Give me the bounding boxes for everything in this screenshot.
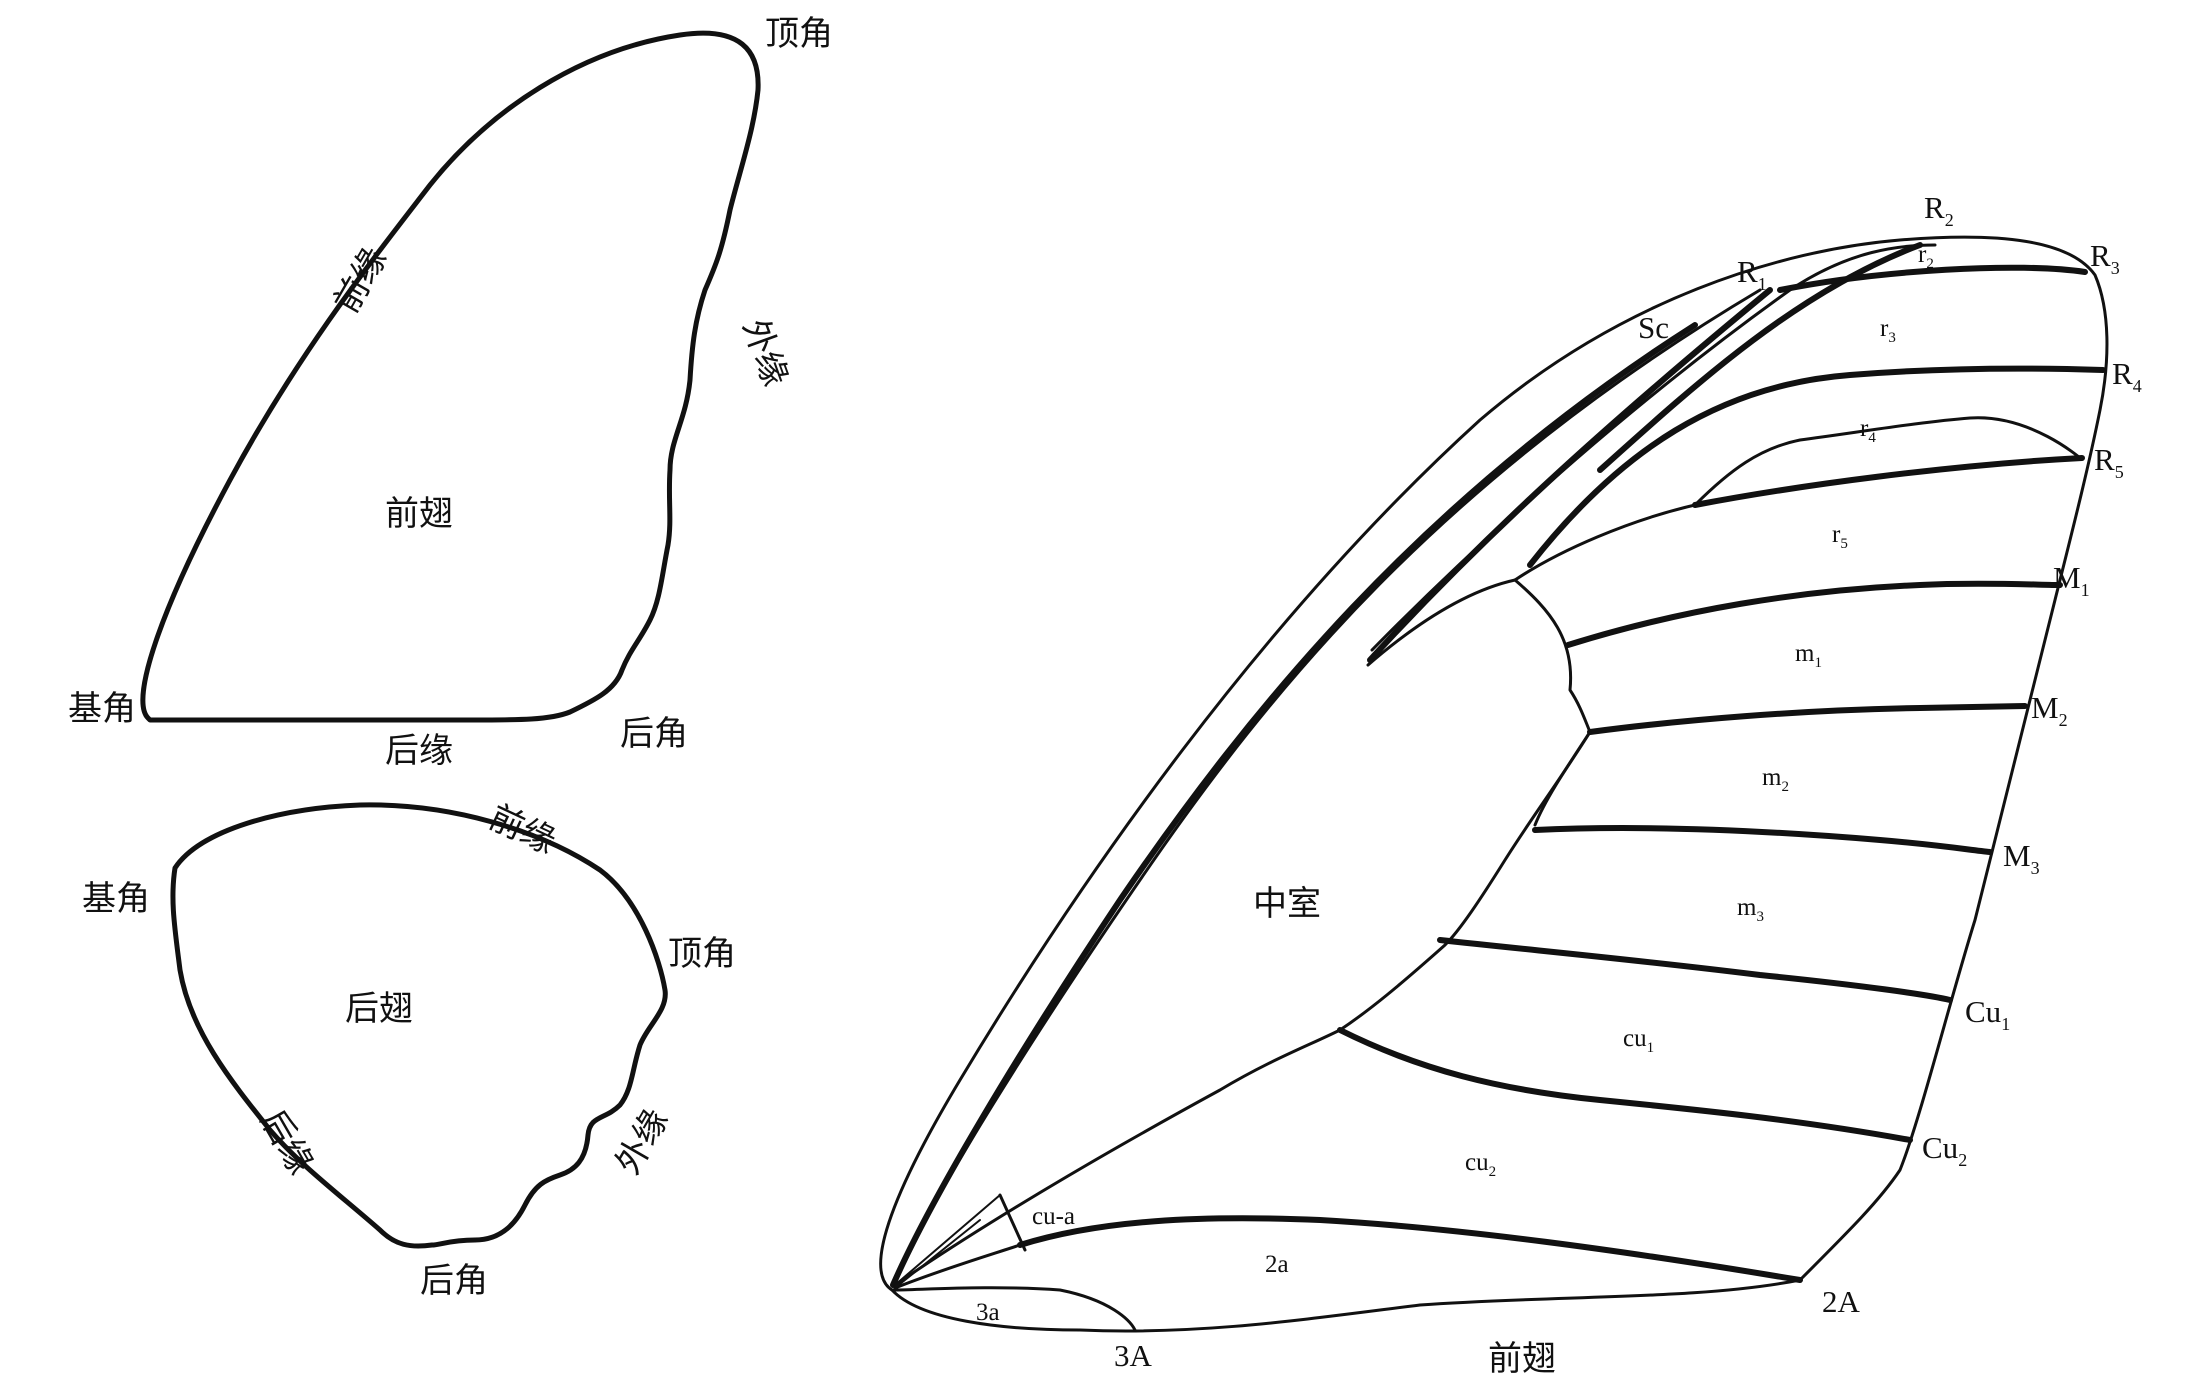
vein-r3 bbox=[1777, 264, 2088, 293]
hindwing-name-label: 后翅 bbox=[345, 989, 413, 1029]
venation-costa-margin bbox=[879, 235, 2109, 1292]
vein-2a bbox=[1017, 1215, 1803, 1283]
label-cell-r2: r2 bbox=[1918, 241, 1934, 272]
vein-m3 bbox=[1532, 825, 1993, 855]
hindwing-outline: 前缘 基角 顶角 后翅 后缘 外缘 后角 bbox=[82, 797, 736, 1301]
hindwing-costa-label: 前缘 bbox=[483, 797, 562, 862]
discal-cell-lower bbox=[1338, 730, 1592, 1032]
label-cell-r4: r4 bbox=[1860, 415, 1876, 446]
hindwing-base-angle-label: 基角 bbox=[82, 879, 150, 919]
discal-cell-upper bbox=[1366, 578, 1517, 667]
label-vein-r2: R2 bbox=[1924, 190, 1954, 230]
label-cell-cu2: cu2 bbox=[1465, 1149, 1496, 1180]
vein-2a-base bbox=[893, 1243, 1022, 1290]
vein-r2 bbox=[1597, 242, 1923, 473]
label-vein-r3: R3 bbox=[2090, 238, 2120, 278]
vein-sc bbox=[890, 322, 1698, 1288]
label-vein-cu2: Cu2 bbox=[1922, 1130, 1967, 1170]
hindwing-tornus-label: 后角 bbox=[420, 1261, 488, 1301]
label-cell-3a: 3a bbox=[976, 1299, 1000, 1326]
hindwing-outer-margin-label: 外缘 bbox=[608, 1102, 677, 1181]
vein-costa-inner bbox=[893, 288, 1762, 1280]
hindwing-outline-shape bbox=[170, 802, 668, 1249]
vein-basal-fan bbox=[894, 1194, 1001, 1289]
forewing-outer-margin-label: 外缘 bbox=[734, 314, 795, 392]
label-cell-cu1: cu1 bbox=[1623, 1025, 1654, 1056]
label-vein-3a: 3A bbox=[1114, 1338, 1153, 1373]
venation-inner-margin bbox=[890, 1278, 1802, 1333]
label-cell-m1: m1 bbox=[1795, 640, 1822, 671]
label-discal-cell: 中室 bbox=[1253, 884, 1321, 924]
vein-r4r5-stalk bbox=[1693, 416, 2082, 507]
vein-r-stem bbox=[1370, 243, 1937, 652]
label-vein-r5: R5 bbox=[2094, 442, 2124, 482]
vein-r1 bbox=[1367, 287, 1773, 663]
vein-m3-base bbox=[1533, 730, 1592, 827]
vein-cu1 bbox=[1437, 937, 1953, 1003]
vein-cu-a bbox=[998, 1193, 1027, 1252]
label-cell-m3: m3 bbox=[1737, 894, 1764, 925]
label-vein-sc: Sc bbox=[1638, 310, 1669, 345]
label-vein-2a: 2A bbox=[1822, 1284, 1861, 1319]
forewing-outline: 前缘 顶角 外缘 前翅 基角 后缘 后角 bbox=[68, 14, 833, 771]
vein-rs-base bbox=[1513, 503, 1697, 582]
hindwing-apex-label: 顶角 bbox=[668, 934, 736, 974]
label-cell-r5: r5 bbox=[1832, 521, 1848, 552]
forewing-inner-margin-label: 后缘 bbox=[385, 731, 453, 771]
vein-r4 bbox=[1527, 365, 2106, 568]
discal-cell-end bbox=[1513, 578, 1592, 734]
vein-r5 bbox=[1692, 455, 2085, 508]
venation-caption: 前翅 bbox=[1488, 1339, 1556, 1379]
label-vein-r4: R4 bbox=[2112, 356, 2142, 396]
vein-1a bbox=[893, 1028, 1342, 1287]
label-vein-m3: M3 bbox=[2003, 838, 2040, 878]
vein-m1 bbox=[1565, 580, 2063, 648]
label-vein-m2: M2 bbox=[2031, 690, 2068, 730]
vein-m2 bbox=[1587, 703, 2028, 735]
forewing-outline-shape bbox=[140, 30, 761, 723]
forewing-tornus-label: 后角 bbox=[620, 714, 688, 754]
label-vein-cu1: Cu1 bbox=[1965, 994, 2010, 1034]
label-vein-m1: M1 bbox=[2053, 560, 2090, 600]
forewing-venation: Sc R1 R2 R3 R4 R5 M1 M2 M3 Cu1 Cu2 2A 3A… bbox=[879, 190, 2142, 1379]
label-cell-m2: m2 bbox=[1762, 764, 1789, 795]
label-cell-cu-a: cu-a bbox=[1032, 1203, 1075, 1230]
label-cell-r3: r3 bbox=[1880, 315, 1896, 346]
forewing-base-angle-label: 基角 bbox=[68, 689, 136, 729]
vein-3a bbox=[891, 1286, 1137, 1332]
label-vein-r1: R1 bbox=[1737, 254, 1767, 294]
label-cell-2a: 2a bbox=[1265, 1251, 1289, 1278]
forewing-name-label: 前翅 bbox=[385, 494, 453, 534]
forewing-apex-label: 顶角 bbox=[765, 14, 833, 54]
vein-cu2 bbox=[1337, 1027, 1913, 1143]
